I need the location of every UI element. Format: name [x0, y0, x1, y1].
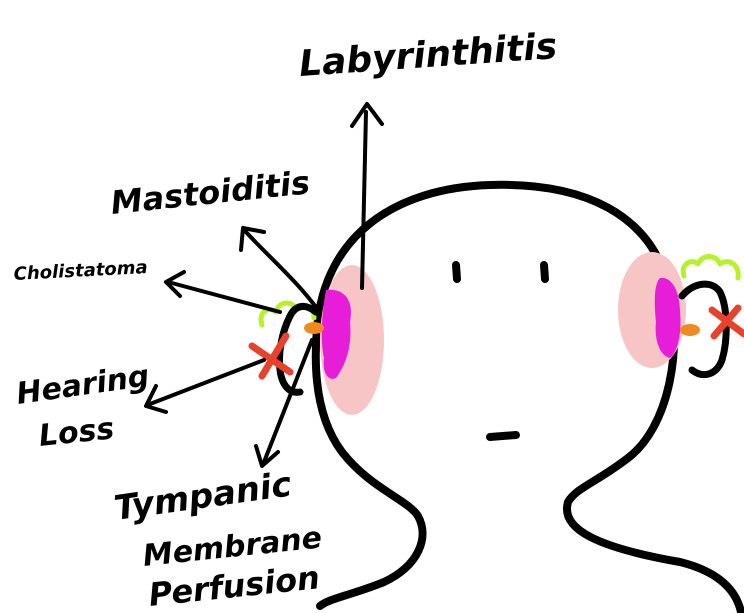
arrow-hearing-loss — [150, 360, 264, 404]
left-red-cross — [252, 336, 290, 376]
label-cholistatoma: Cholistatoma — [13, 257, 148, 285]
arrow-cholistatoma — [168, 282, 280, 312]
label-hearing-loss-line2: Loss — [37, 411, 116, 454]
label-hearing-loss-line1: Hearing — [14, 359, 151, 412]
label-tympanic-line1: Tympanic — [112, 464, 294, 528]
mouth — [490, 435, 516, 437]
left-eye — [456, 265, 457, 279]
arrow-mastoiditis — [246, 232, 318, 310]
right-cholesteatoma-growth — [683, 257, 738, 279]
head-outline — [317, 185, 741, 612]
right-eye — [544, 265, 545, 279]
label-mastoiditis: Mastoiditis — [109, 163, 312, 222]
label-labyrinthitis: Labyrinthitis — [298, 26, 559, 85]
left-eardrum-marker — [304, 322, 324, 334]
arrow-labyrinthitis — [362, 112, 366, 288]
right-eardrum-marker — [680, 324, 700, 336]
